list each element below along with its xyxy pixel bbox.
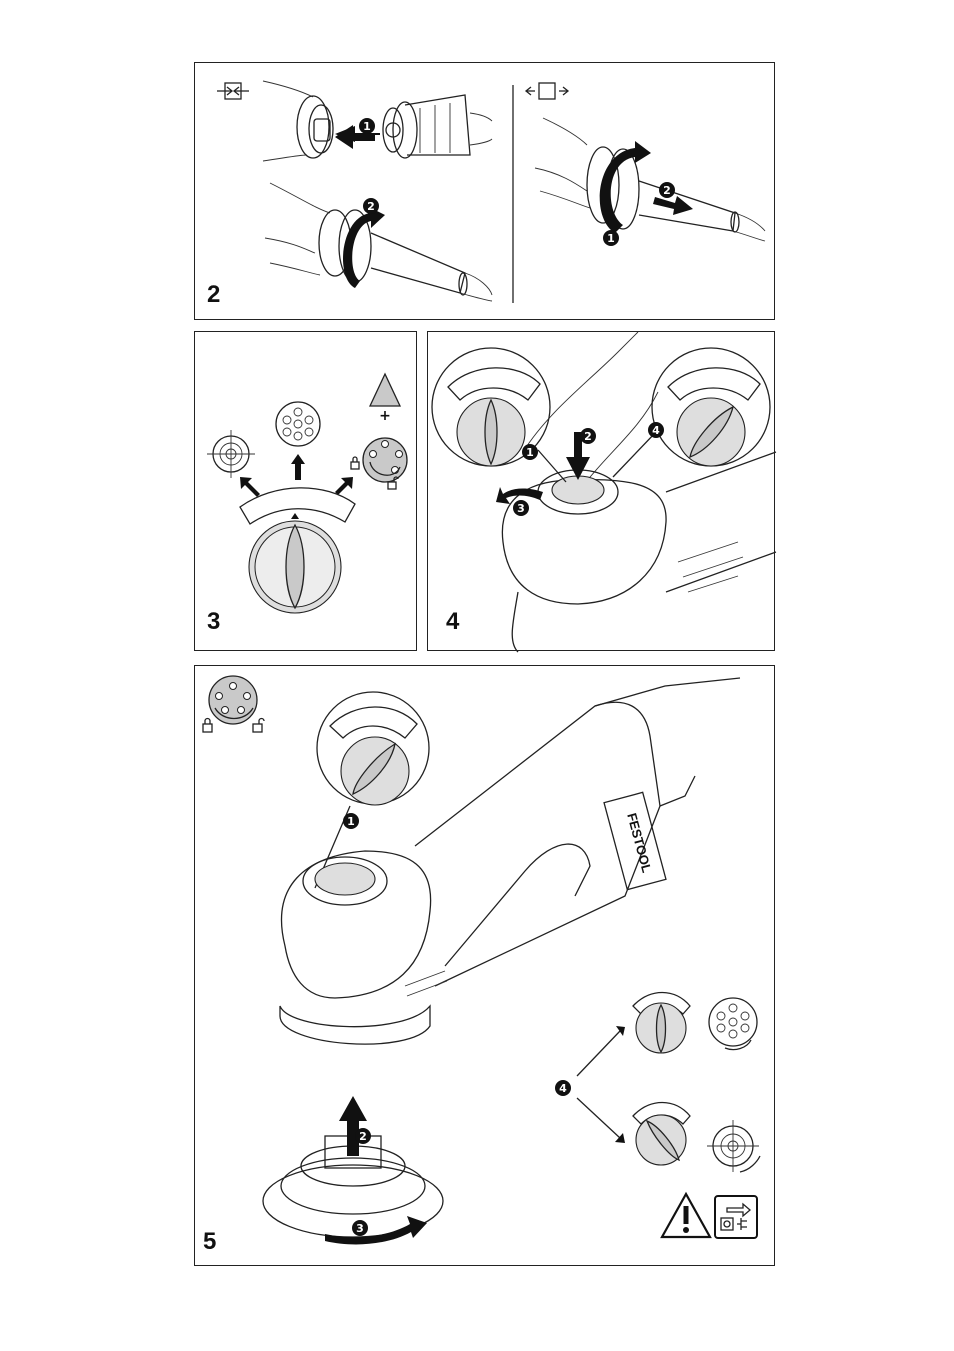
- step-badge-2: 2: [580, 428, 596, 444]
- lock-icon: [351, 457, 359, 469]
- svg-text:1: 1: [607, 232, 615, 245]
- figure-2-panel: 1 2: [194, 62, 775, 320]
- svg-text:1: 1: [363, 120, 371, 133]
- hole-pattern-icon: [709, 998, 757, 1050]
- pad-center-icon: [707, 1120, 760, 1172]
- hole-pattern-icon: [276, 402, 320, 446]
- svg-text:3: 3: [356, 1222, 364, 1235]
- figure-4-illustration: 1 2 3 4: [428, 332, 776, 652]
- plug-connector-illustration: [263, 81, 492, 161]
- push-together-icon: [217, 83, 249, 99]
- pull-apart-icon: [526, 83, 568, 99]
- step-badge-4: 4: [555, 1080, 571, 1096]
- step-badge-2: 2: [355, 1128, 371, 1144]
- hand-outline: [523, 332, 658, 492]
- rotate-arrow-1: [600, 141, 651, 233]
- warning-triangle-icon: [662, 1194, 710, 1237]
- lock-icon: [203, 719, 212, 733]
- pull-arrow: [653, 196, 693, 215]
- step-badge-1: 1: [359, 118, 375, 134]
- figure-3-illustration: +: [195, 332, 418, 652]
- warning-triangle-icon: [370, 374, 400, 406]
- svg-text:4: 4: [652, 424, 660, 437]
- dial-zoom-right: [652, 348, 770, 466]
- step-badge-1: 1: [343, 813, 359, 829]
- plus-sign: +: [379, 408, 391, 424]
- step-badge-1: 1: [522, 444, 538, 460]
- svg-text:2: 2: [359, 1130, 367, 1143]
- figure-number: 2: [207, 281, 220, 309]
- turn-pad-arrow: [325, 1216, 427, 1244]
- step-badge-3: 3: [352, 1220, 368, 1236]
- svg-text:2: 2: [663, 184, 671, 197]
- figure-number: 5: [203, 1228, 216, 1256]
- step-badge-2-left: 2: [363, 198, 379, 214]
- unlock-icon: [253, 719, 264, 733]
- step-badge-3: 3: [513, 500, 529, 516]
- figure-4-panel: 1 2 3 4 4: [427, 331, 775, 651]
- dial-zoom: [317, 692, 429, 805]
- dial-option-rotated: [633, 1103, 690, 1166]
- svg-text:2: 2: [367, 200, 375, 213]
- figure-number: 3: [207, 608, 220, 636]
- svg-text:2: 2: [584, 430, 592, 443]
- figure-3-panel: +: [194, 331, 417, 651]
- step-badge-2-right: 2: [659, 182, 675, 198]
- lift-arrow: [339, 1096, 367, 1156]
- mode-dial-icon: [249, 513, 341, 613]
- locking-pad-icon: [363, 438, 407, 482]
- svg-text:1: 1: [526, 446, 534, 459]
- locking-pad-icon: [209, 676, 257, 724]
- unlocking-connector-illustration: [535, 118, 765, 241]
- step-badge-4: 4: [648, 422, 664, 438]
- figure-number: 4: [446, 608, 459, 636]
- unplug-instruction-icon: [715, 1196, 757, 1238]
- step-badge-1-right: 1: [603, 230, 619, 246]
- pad-center-icon: [207, 430, 255, 478]
- svg-text:4: 4: [559, 1082, 567, 1095]
- svg-text:3: 3: [517, 502, 525, 515]
- svg-text:1: 1: [347, 815, 355, 828]
- dial-option-normal: [633, 993, 690, 1054]
- figure-2-illustration: 1 2: [195, 63, 776, 321]
- figure-5-panel: 1 FESTOOL 2 3 4: [194, 665, 775, 1266]
- figure-5-illustration: 1 FESTOOL 2 3 4: [195, 666, 776, 1267]
- locked-connector-illustration: [265, 183, 492, 301]
